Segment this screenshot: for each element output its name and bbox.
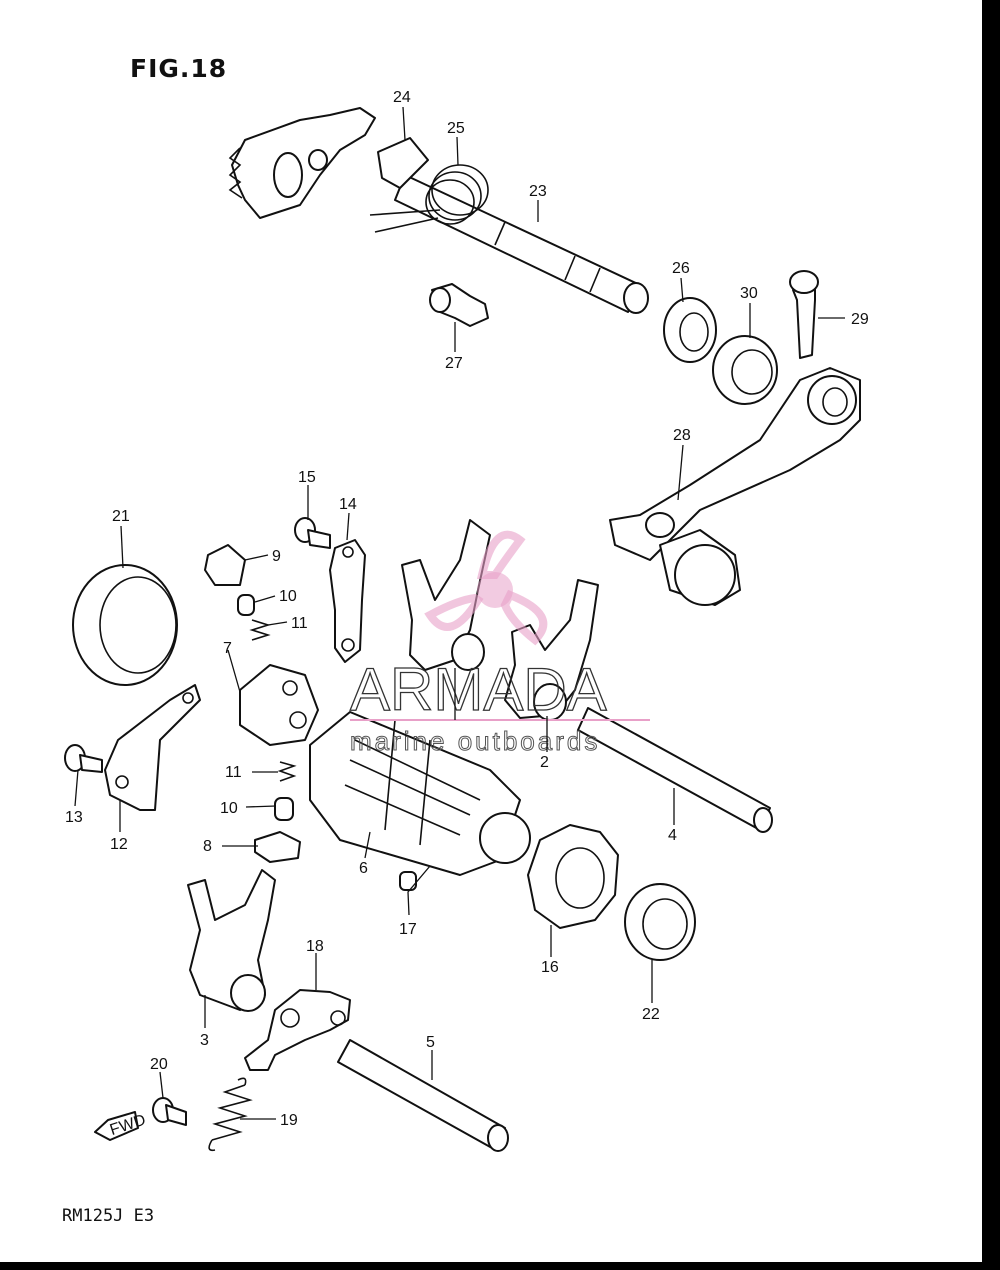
part-screw-13: [64, 744, 103, 773]
callout-label: 8: [203, 838, 212, 855]
part-gear-shift-lever: [609, 367, 861, 606]
part-cam-driven-gear-16: [527, 824, 619, 929]
callout-label: 12: [110, 836, 128, 853]
part-stopper-arm-18: [244, 989, 351, 1071]
callout-label: 22: [642, 1006, 660, 1023]
part-bearing-26: [663, 297, 717, 363]
part-oil-seal-30: [712, 335, 778, 405]
part-spring-19: [208, 1077, 253, 1152]
callout-labels: 2 3 4 5 6 7 8 9 10 10 11 11 12 13 14 15 …: [65, 89, 869, 1129]
callout-label: 24: [393, 89, 411, 106]
fwd-tag-text: FWD: [108, 1112, 148, 1139]
callout-label: 4: [668, 827, 677, 844]
part-spring-11-lower: [277, 761, 297, 782]
callout-label: 3: [200, 1032, 209, 1049]
watermark-tagline: marine outboards: [350, 726, 600, 756]
callout-label: 11: [291, 615, 308, 632]
callout-label: 16: [541, 959, 559, 976]
callout-label: 19: [280, 1112, 298, 1129]
part-pawl-lifter-7: [239, 664, 319, 746]
figure-title: FIG.18: [130, 54, 228, 83]
callout-label: 10: [279, 588, 297, 605]
part-stopper-plate-14: [329, 539, 366, 663]
part-bolt-20: [152, 1097, 187, 1126]
leader-lines: [74, 106, 845, 1120]
fwd-direction-tag: FWD: [94, 1111, 148, 1141]
part-gear-shift-fork-3: [187, 869, 276, 1012]
part-bolt-29: [789, 270, 819, 359]
callout-label: 21: [112, 508, 130, 525]
callout-label: 30: [740, 285, 758, 302]
watermark-brand: ARMADA: [350, 656, 607, 723]
part-pawl-8: [254, 831, 301, 863]
callout-label: 5: [426, 1034, 435, 1051]
scan-border-bottom: [0, 1262, 1000, 1270]
callout-label: 6: [359, 860, 368, 877]
part-gear-shift-shaft: [228, 107, 649, 314]
callout-label: 27: [445, 355, 463, 372]
part-pin-17: [399, 871, 417, 891]
callout-label: 28: [673, 427, 691, 444]
part-bearing-22: [624, 883, 696, 961]
callout-label: 29: [851, 311, 869, 328]
callout-label: 14: [339, 496, 357, 513]
part-cam-guide-plate-12: [104, 684, 201, 811]
part-fork-shaft-4: [577, 707, 773, 833]
callout-label: 23: [529, 183, 547, 200]
part-gear-shift-cam-6: [309, 711, 531, 876]
part-gear-shift-fork-2b: [504, 579, 599, 721]
part-fork-shaft-5: [337, 1039, 509, 1152]
part-pin-10-upper: [237, 594, 255, 616]
callout-label: 20: [150, 1056, 168, 1073]
part-spring-11-upper: [249, 619, 271, 641]
watermark-logo: ARMADA marine outboards: [349, 530, 650, 757]
part-pawl-9: [204, 544, 246, 586]
callout-label: 11: [225, 764, 242, 781]
callout-label: 10: [220, 800, 238, 817]
callout-label: 18: [306, 938, 324, 955]
callout-label: 9: [272, 548, 281, 565]
part-bolt-27: [429, 283, 489, 327]
callout-label: 25: [447, 120, 465, 137]
callout-label: 15: [298, 469, 316, 486]
callout-label: 2: [540, 754, 549, 771]
part-pin-10-lower: [274, 797, 294, 821]
callout-label: 13: [65, 809, 83, 826]
scan-border-right: [982, 0, 1000, 1270]
part-bearing-21: [72, 564, 178, 686]
callout-label: 26: [672, 260, 690, 277]
model-code: RM125J E3: [62, 1206, 155, 1226]
callout-label: 17: [399, 921, 417, 938]
part-screw-15: [294, 517, 331, 549]
callout-label: 7: [223, 640, 232, 657]
part-gear-shift-fork-2: [401, 519, 491, 671]
